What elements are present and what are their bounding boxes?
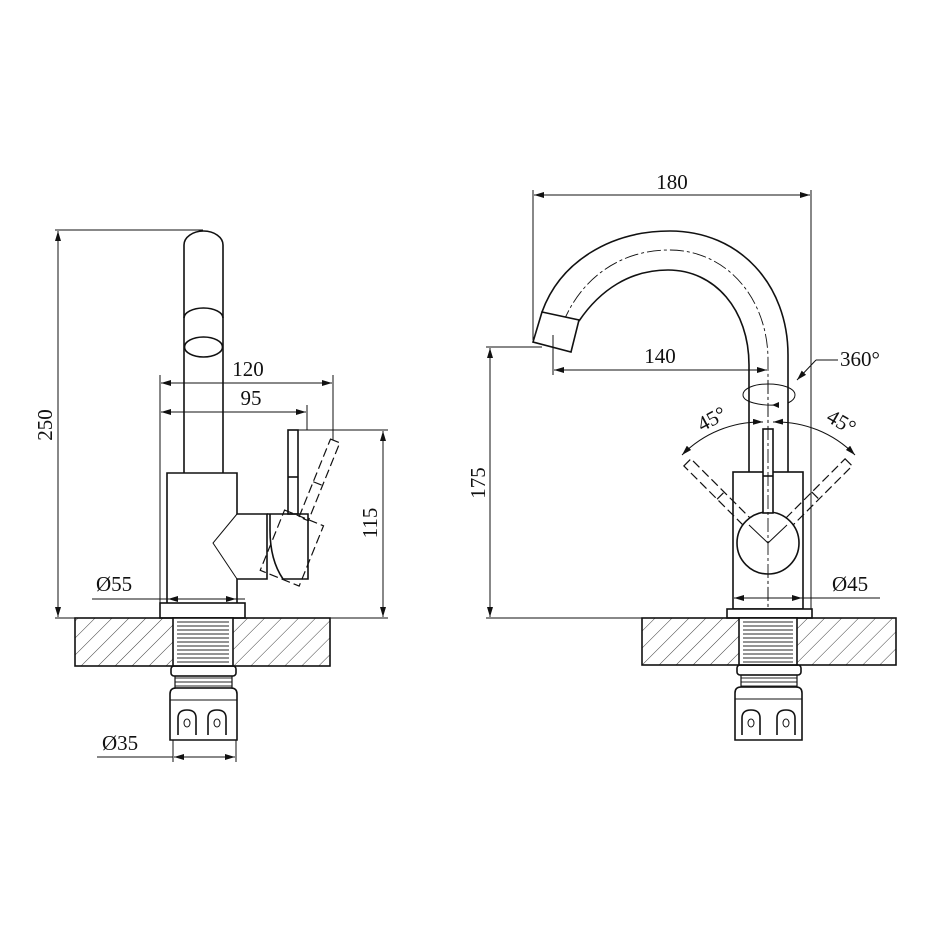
dim-spout-reach-front: 140 (552, 335, 767, 375)
dim-handle-height: 115 (298, 429, 388, 619)
front-base-plate (726, 608, 813, 619)
dim-45-right-label: 45° (823, 404, 860, 439)
side-lever (287, 429, 299, 515)
dim-spout-height: 175 (466, 346, 642, 619)
front-view: 180 140 175 360° 45° 45° Ø45 (466, 170, 897, 741)
dim-95-label: 95 (241, 386, 262, 410)
dim-base-diameter-front: Ø45 (734, 572, 880, 601)
side-body (166, 472, 268, 613)
dim-360-label: 360° (840, 347, 880, 371)
dim-thread-diameter: Ø35 (97, 731, 237, 762)
dim-o35-label: Ø35 (102, 731, 138, 755)
side-body-notch (212, 513, 238, 580)
dim-rotation: 360° (742, 347, 880, 408)
side-view: 250 120 95 115 Ø55 Ø35 (33, 229, 388, 762)
side-lever-alt-position (259, 438, 341, 587)
front-spout (531, 230, 789, 618)
dim-spout-width: 180 (532, 170, 812, 609)
spout-outlet-ellipse (183, 336, 224, 358)
side-countertop-section (74, 617, 331, 667)
dim-115-label: 115 (358, 508, 382, 539)
dim-120-label: 120 (232, 357, 264, 381)
side-spout-tube (183, 230, 224, 473)
side-handle-cap (267, 513, 309, 580)
front-lever-alt-left (683, 458, 752, 527)
side-base-plate (159, 602, 246, 619)
dim-handle-reach: 120 (159, 357, 334, 603)
dim-o55-label: Ø55 (96, 572, 132, 596)
dim-175-label: 175 (466, 467, 490, 499)
spout-tip (531, 311, 580, 353)
front-mounting-nut (734, 664, 803, 741)
dim-base-diameter: Ø55 (92, 572, 245, 602)
dim-250-label: 250 (33, 409, 57, 441)
dim-spout-reach: 95 (161, 386, 308, 430)
dim-45-left-label: 45° (693, 401, 730, 436)
side-mounting-nut (169, 665, 238, 741)
dim-o45-label: Ø45 (832, 572, 868, 596)
front-countertop-section (641, 617, 897, 666)
dim-180-label: 180 (656, 170, 688, 194)
dim-140-label: 140 (644, 344, 676, 368)
dim-total-height: 250 (33, 229, 203, 619)
front-lever-alt-right (784, 458, 853, 527)
